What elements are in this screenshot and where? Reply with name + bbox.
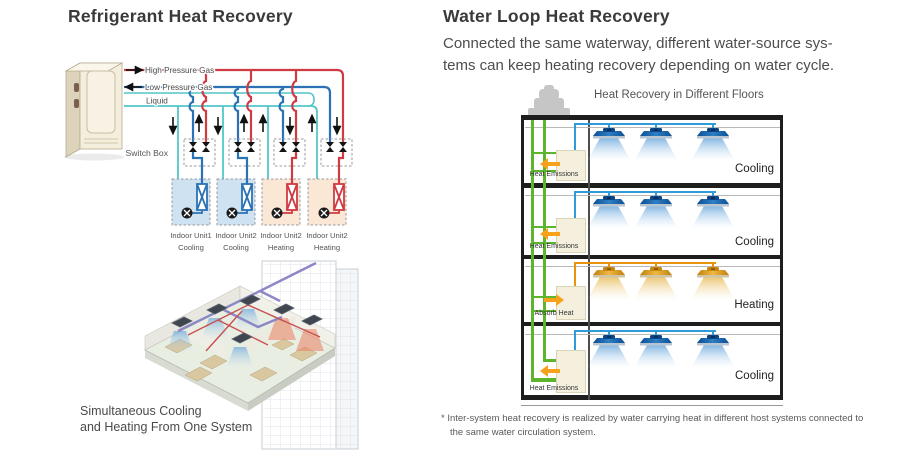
svg-text:Indoor Unit2: Indoor Unit2 (215, 231, 256, 240)
outdoor-unit-icon (64, 62, 124, 161)
expansion-valve-icon (181, 207, 330, 219)
caption-line1: Simultaneous Cooling (80, 404, 202, 418)
floor-slab (521, 255, 783, 259)
heat-flow-arrow-icon (540, 365, 560, 377)
svg-text:Cooling: Cooling (178, 243, 204, 252)
heat-connector (290, 152, 298, 184)
ceiling-cassette-cooling-icon (587, 128, 631, 161)
office-floor (144, 261, 336, 411)
refrigerant-piping-diagram: High Pressure Gas Low Pressure Gas Liqui… (64, 62, 353, 252)
ceiling-cassette-cooling-icon (634, 128, 678, 161)
left-wall (521, 115, 524, 400)
floor-slab (521, 395, 783, 400)
svg-text:Heating: Heating (314, 243, 340, 252)
shaft-wall (588, 120, 590, 400)
footnote: * Inter-system heat recovery is realized… (441, 413, 864, 438)
ceiling-cassette-cooling-icon (691, 196, 735, 229)
svg-text:Indoor Unit2: Indoor Unit2 (260, 231, 301, 240)
ceiling-cassette-cooling-icon (587, 196, 631, 229)
ceiling-cassette-heating-icon (691, 267, 735, 300)
red-drop (246, 70, 253, 142)
right-panel-title: Water Loop Heat Recovery (443, 6, 670, 26)
cool-connector (191, 152, 204, 184)
refrigerant-flow-arrow-icon (168, 113, 342, 136)
room-mode-label: Heating (734, 299, 774, 311)
liquid-label: Liquid (146, 97, 168, 106)
ceiling-line (525, 127, 780, 128)
low-pressure-gas-label: Low Pressure Gas (145, 83, 212, 92)
switch-box (183, 138, 353, 167)
water-loop-diagram: Heat Recovery in Different Floors Heat E… (518, 84, 788, 418)
right-wall (780, 115, 783, 400)
room-mode-label: Cooling (735, 163, 774, 175)
water-source-unit (556, 150, 586, 181)
source-unit-label: Heat Emissions (529, 171, 579, 178)
source-unit-label: Heat Emissions (529, 243, 579, 250)
heat-flow-arrow-icon (540, 158, 560, 170)
ceiling-cassette-icon (171, 294, 323, 344)
water-loop-riser (543, 120, 546, 362)
sub-floor-line (521, 405, 783, 406)
heat-flow-arrow-icon (544, 294, 564, 306)
room-mode-label: Cooling (735, 236, 774, 248)
building-illustration (144, 260, 359, 450)
ceiling-cassette-heating-icon (587, 267, 631, 300)
indoor-unit-labels: Indoor Unit1 Cooling Indoor Unit2 Coolin… (170, 231, 347, 252)
floor-slab (521, 115, 783, 120)
water-loop-riser (531, 120, 534, 382)
blue-drop (233, 87, 240, 142)
water-source-unit (556, 218, 586, 253)
blue-drop (188, 87, 195, 142)
ceiling-cassette-heating-icon (634, 267, 678, 300)
high-pressure-gas-label: High Pressure Gas (145, 66, 214, 75)
svg-text:Indoor Unit1: Indoor Unit1 (170, 231, 211, 240)
cool-connector (236, 152, 249, 184)
left-panel-title: Refrigerant Heat Recovery (68, 6, 293, 26)
liquid-pipe-lower (124, 105, 319, 214)
high-pressure-gas-pipe (124, 68, 345, 142)
source-unit-label: Absorb Heat (534, 310, 574, 317)
ceiling-cassette-cooling-icon (691, 335, 735, 368)
heat-connector (337, 152, 345, 184)
ceiling-cassette-cooling-icon (587, 335, 631, 368)
red-drop (201, 70, 208, 142)
heat-flow-arrow-icon (540, 228, 560, 240)
floor-slab (521, 322, 783, 326)
red-drop (291, 70, 298, 142)
floor-slab (521, 183, 783, 188)
pipe-direction-arrow-icon (124, 65, 144, 92)
source-unit-label: Heat Emissions (529, 385, 579, 392)
water-loop-elbow (531, 378, 558, 382)
svg-text:Cooling: Cooling (223, 243, 249, 252)
ceiling-cassette-cooling-icon (634, 335, 678, 368)
svg-text:Indoor Unit2: Indoor Unit2 (306, 231, 347, 240)
low-pressure-gas-pipe (124, 85, 332, 142)
caption-line2: and Heating From One System (80, 419, 253, 434)
water-loop-elbow (543, 359, 558, 362)
blue-drop (278, 87, 285, 142)
room-mode-label: Cooling (735, 370, 774, 382)
svg-text:Heating: Heating (268, 243, 294, 252)
valve-icon (189, 142, 347, 152)
refrigerant-pipe-purple (177, 261, 317, 333)
cooling-tower-icon (528, 85, 570, 118)
ceiling-line (525, 266, 780, 267)
supply-pipe (574, 123, 576, 151)
water-diagram-title: Heat Recovery in Different Floors (594, 89, 764, 101)
ceiling-line (525, 195, 780, 196)
right-panel-description: Connected the same waterway, different w… (443, 35, 835, 74)
switch-box-label: Switch Box (125, 148, 168, 158)
ceiling-line (525, 334, 780, 335)
ceiling-cassette-cooling-icon (634, 196, 678, 229)
supply-pipe (574, 123, 716, 125)
left-diagram-caption: Simultaneous Cooling and Heating From On… (80, 404, 252, 435)
ceiling-cassette-cooling-icon (691, 128, 735, 161)
